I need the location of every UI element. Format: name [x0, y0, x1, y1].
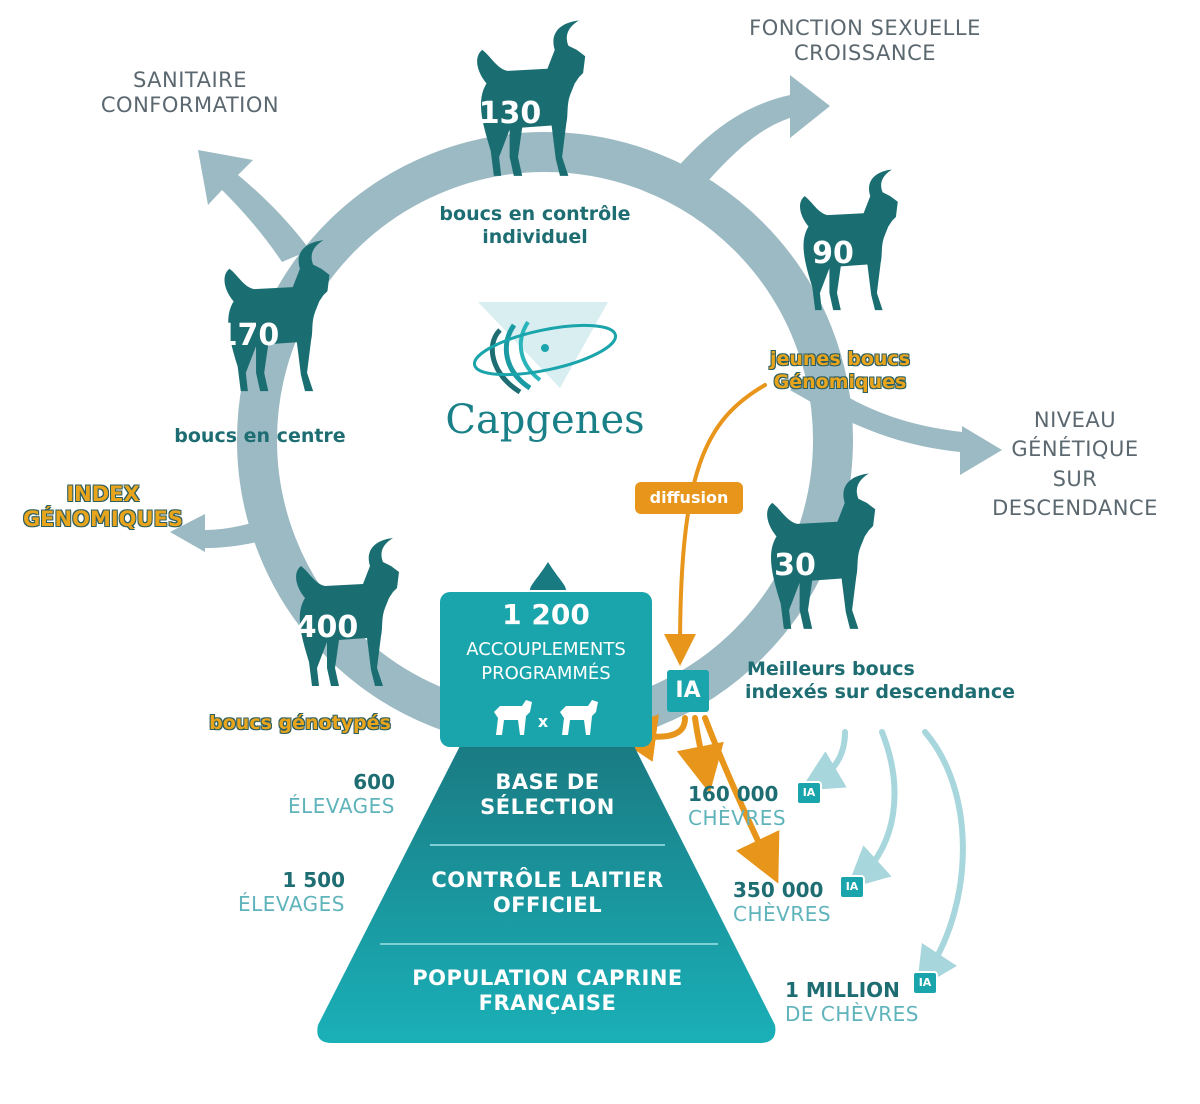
- ia-mini-badge-160000: IA: [798, 783, 820, 803]
- ring-branches: [170, 75, 1002, 552]
- pyramid: [317, 562, 776, 1043]
- matings-cross: x: [537, 712, 549, 731]
- ia-mini-badge-350000: IA: [841, 877, 863, 897]
- branch-arrow-niveau: [790, 372, 1002, 475]
- ia-badge: IA: [667, 670, 709, 712]
- goat-number-170: 170: [216, 318, 280, 353]
- goat-number-400: 400: [295, 610, 359, 645]
- branch-arrow-fonction: [675, 75, 830, 190]
- goat-label-boucs-genotypes: boucs génotypés: [209, 712, 391, 734]
- ia-descend-arrows: [799, 729, 966, 990]
- capgenes-wordmark: Capgenes: [445, 397, 645, 443]
- capgenes-logo: [472, 302, 618, 395]
- goat-number-130: 130: [478, 96, 542, 131]
- ia-mini-badge-1-million: IA: [914, 973, 936, 993]
- diffusion-tag: diffusion: [635, 482, 743, 514]
- goat-number-30: 30: [774, 548, 816, 583]
- branch-arrow-sanitaire: [198, 150, 310, 262]
- matings-box: [440, 592, 652, 747]
- branch-arrow-index: [170, 514, 270, 552]
- matings-number: 1 200: [502, 598, 590, 631]
- goat-number-90: 90: [812, 236, 854, 271]
- goat-label-boucs-en-centre: boucs en centre: [174, 425, 346, 447]
